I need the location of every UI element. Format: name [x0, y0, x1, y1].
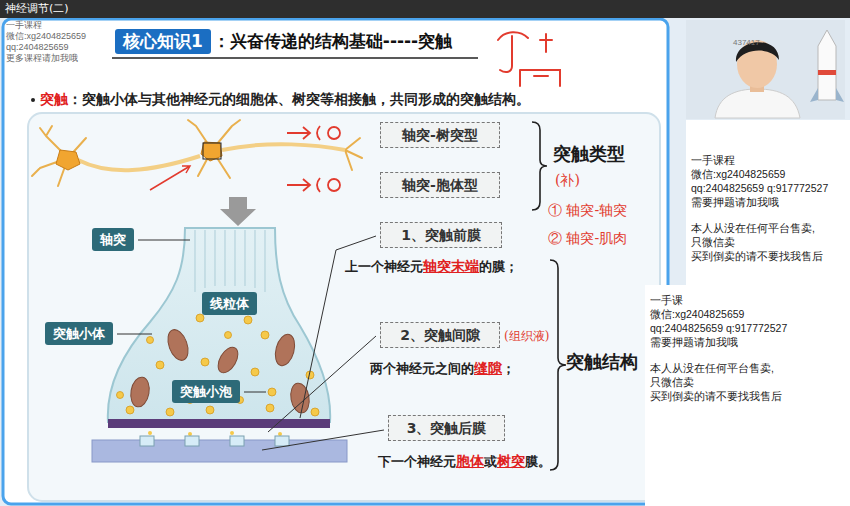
hand-note: (补) — [555, 172, 580, 190]
watermark: 更多课程请加我哦 — [6, 53, 78, 64]
structure-box: 2、突触间隙 — [380, 322, 500, 348]
key-word: 胞体 — [456, 453, 484, 471]
leader-line — [117, 236, 384, 450]
part-tag: 突触小体 — [45, 322, 113, 345]
structure-box: 3、突触后膜 — [388, 415, 505, 441]
label-row: 突触类型 — [553, 142, 625, 166]
structure-name: 1、突触前膜 — [391, 226, 491, 244]
part-name: 突触小体 — [53, 325, 105, 342]
title-underline — [112, 57, 478, 59]
part-tag: 线粒体 — [202, 292, 257, 315]
badge-text: 核心知识1 — [123, 31, 203, 52]
label-row: qq:2404825659 — [6, 42, 69, 53]
title-row: ：兴奋传递的结构基础-----突触 — [213, 29, 452, 54]
description: 上一个神经元 — [345, 258, 423, 276]
label-row: 微信:xg2404825659 — [6, 31, 86, 42]
hand-note: ① 轴突-轴突 — [548, 202, 627, 220]
label-row: (组织液) — [504, 328, 549, 345]
watermark-panel: 一手课程微信:xg2404825659qq:2404825659 q:91777… — [686, 120, 850, 285]
group-label: 突触结构 — [566, 350, 638, 374]
watermark-line: 一手课 — [650, 293, 850, 307]
watermark-line: 微信:xg2404825659 — [650, 307, 850, 321]
inner-panel — [28, 113, 660, 501]
watermark-line: 需要押题请加我哦 — [691, 195, 850, 209]
structure-name: 3、突触后膜 — [399, 419, 494, 437]
part-name: 突触小泡 — [180, 383, 232, 400]
type-name: 轴突-树突型 — [391, 126, 489, 144]
part-name: 轴突 — [100, 231, 126, 248]
description: 或 — [484, 453, 497, 471]
watermark-panel: 一手课微信:xg2404825659qq:2404825659 q:917772… — [645, 285, 850, 506]
bullet — [31, 98, 35, 102]
part-name: 线粒体 — [210, 295, 249, 312]
knowledge-badge: 核心知识1 — [115, 29, 211, 54]
watermark-line: 买到倒卖的请不要找我售后 — [650, 389, 850, 403]
key-word: 缝隙 — [474, 360, 502, 378]
watermark-line: 本人从没在任何平台售卖, — [650, 361, 850, 375]
term: 突触 — [40, 91, 68, 109]
label-row: (补) — [555, 172, 580, 190]
synaptic-terminal — [92, 228, 347, 462]
label-row: 437417 — [733, 38, 760, 47]
label-row: 更多课程请加我哦 — [6, 53, 78, 64]
description: 两个神经元之间的 — [370, 360, 474, 378]
label-row: ① 轴突-轴突 — [548, 202, 627, 220]
webcam — [686, 20, 845, 119]
label-row: 下一个神经元胞体或树突膜。 — [378, 453, 551, 471]
key-word: 树突 — [497, 453, 525, 471]
label-row: 突触结构 — [566, 350, 638, 374]
viewer-count: 437417 — [733, 38, 760, 47]
watermark-line: 本人从没在任何平台售卖, — [691, 221, 850, 235]
watermark-line: 买到倒卖的请不要找我售后 — [691, 249, 850, 263]
description: 膜。 — [525, 453, 551, 471]
key-word: 轴突末端 — [423, 258, 479, 276]
label-row: 突触：突触小体与其他神经元的细胞体、树突等相接触，共同形成的突触结构。 — [40, 91, 530, 109]
definition: ：突触小体与其他神经元的细胞体、树突等相接触，共同形成的突触结构。 — [68, 91, 530, 109]
watermark: 微信:xg2404825659 — [6, 31, 86, 42]
watermark-line: 需要押题请加我哦 — [650, 335, 850, 349]
top-bar: 神经调节(二) — [0, 0, 850, 18]
description: ； — [502, 360, 515, 378]
neuron-pair — [32, 120, 362, 190]
part-tag: 轴突 — [92, 228, 134, 251]
label-row: 一手课程 — [6, 20, 42, 31]
hand-note: ② 轴突-肌肉 — [548, 230, 627, 248]
watermark-line: qq:2404825659 q:917772527 — [691, 181, 850, 195]
type-name: 轴突-胞体型 — [391, 176, 489, 194]
type-box: 轴突-胞体型 — [380, 172, 500, 198]
part-tag: 突触小泡 — [172, 380, 240, 403]
zoom-arrow — [220, 197, 256, 226]
description: 的膜； — [479, 258, 518, 276]
watermark-line: 一手课程 — [691, 153, 850, 167]
slide-title: ：兴奋传递的结构基础-----突触 — [213, 29, 452, 54]
watermark: qq:2404825659 — [6, 42, 69, 53]
slide-frame — [3, 19, 668, 504]
group-label: 突触类型 — [553, 142, 625, 166]
watermark-line: qq:2404825659 q:917772527 — [650, 321, 850, 335]
window-title: 神经调节(二) — [5, 0, 850, 18]
hand-sketch — [498, 32, 560, 86]
hand-note: (组织液) — [504, 328, 549, 345]
watermark-line: 微信:xg2404825659 — [691, 167, 850, 181]
watermark-line: 只微信卖 — [691, 235, 850, 249]
watermark-line: 只微信卖 — [650, 375, 850, 389]
watermark: 一手课程 — [6, 20, 42, 31]
structure-box: 1、突触前膜 — [380, 222, 502, 248]
label-row: 上一个神经元轴突末端的膜； — [345, 258, 518, 276]
structure-name: 2、突触间隙 — [391, 326, 489, 344]
label-row: 两个神经元之间的缝隙； — [370, 360, 515, 378]
type-box: 轴突-树突型 — [380, 122, 500, 148]
synapse-symbol — [287, 126, 340, 192]
description: 下一个神经元 — [378, 453, 456, 471]
label-row: ② 轴突-肌肉 — [548, 230, 627, 248]
